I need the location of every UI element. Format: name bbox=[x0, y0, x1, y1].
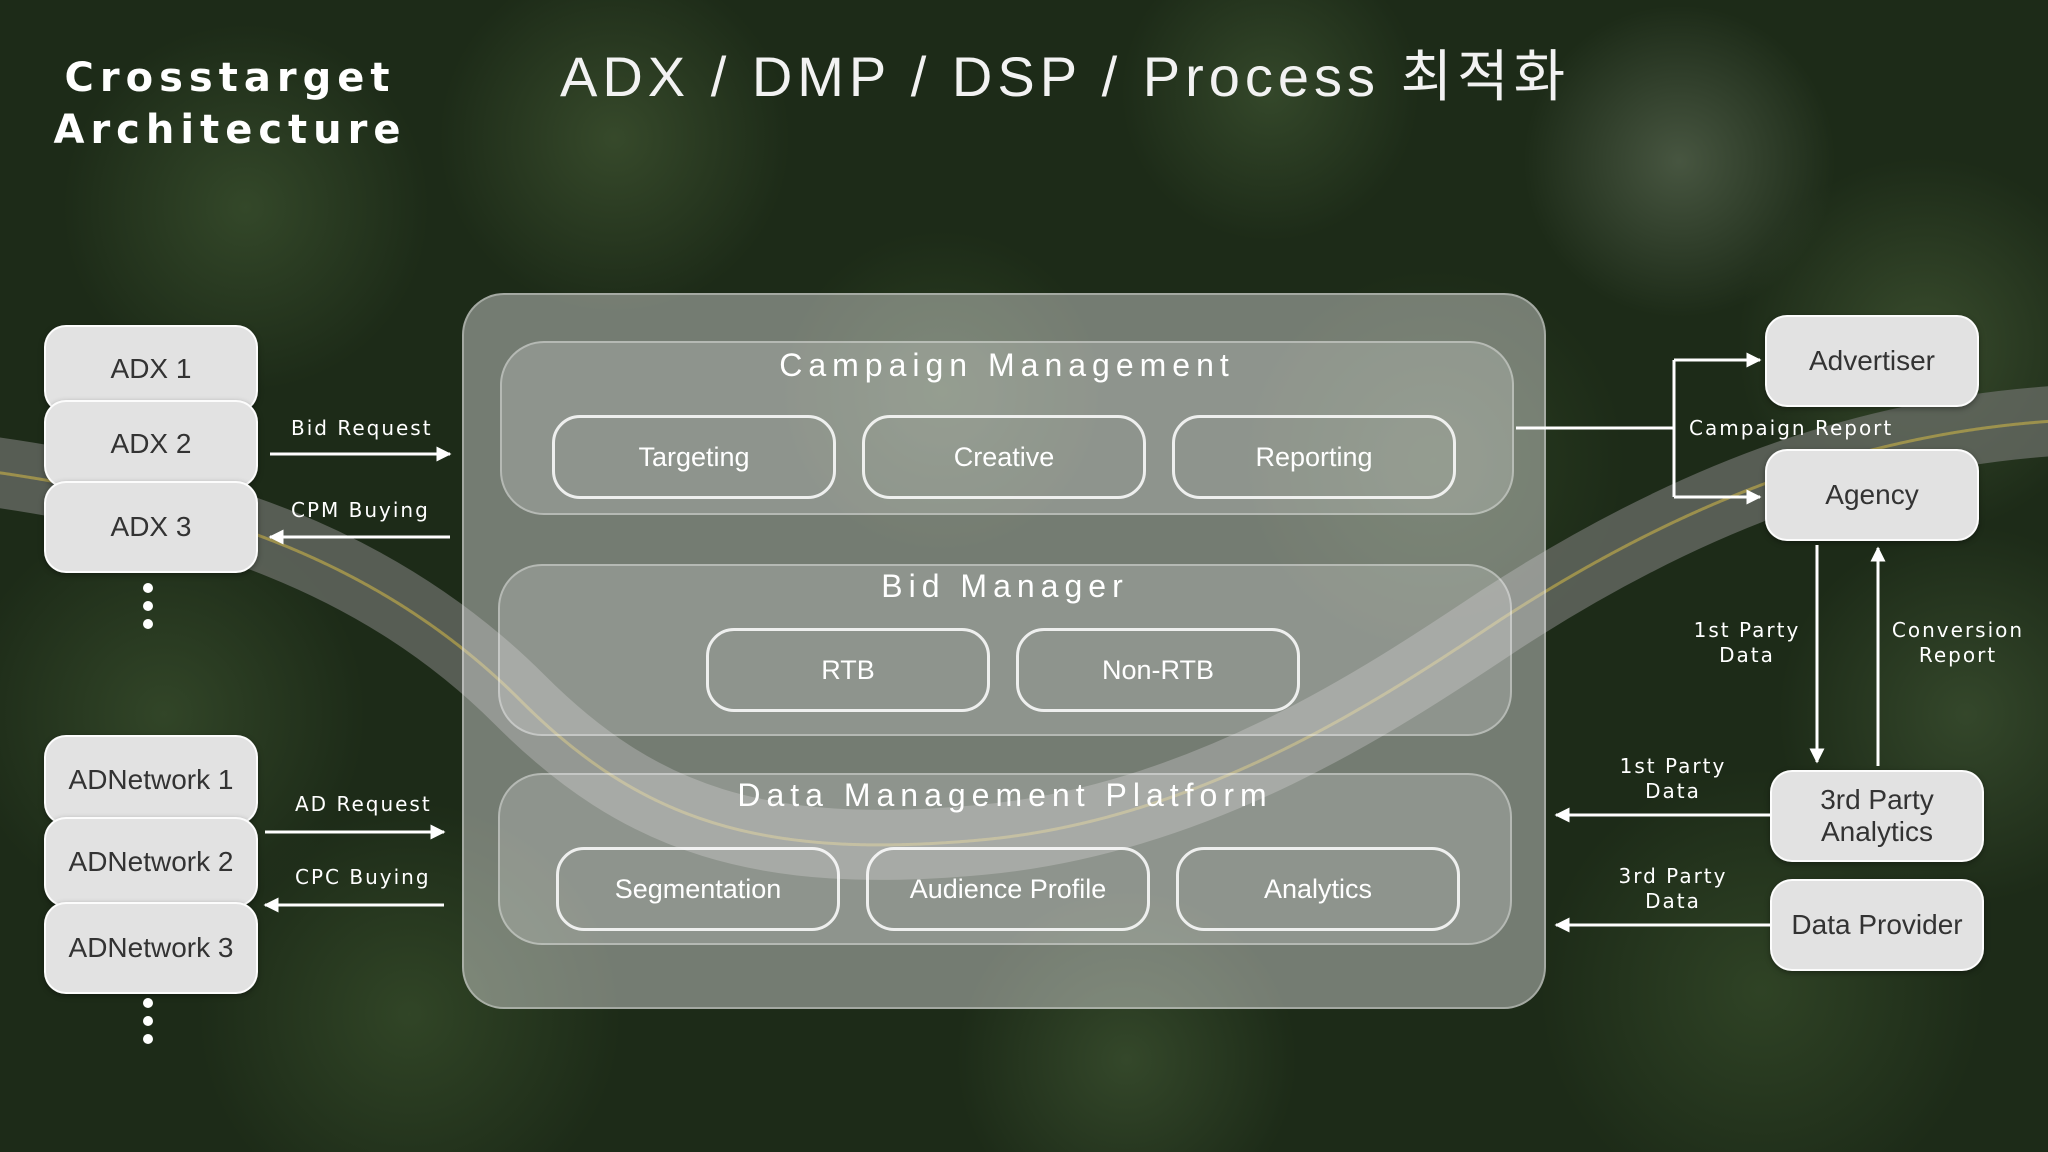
third-party-data-in-label: 3rd Party Data bbox=[1617, 864, 1729, 914]
third-party-analytics-node: 3rd Party Analytics bbox=[1770, 770, 1984, 862]
ad-request-label: AD Request bbox=[295, 792, 432, 816]
slide-title: ADX / DMP / DSP / Process 최적화 bbox=[560, 45, 1571, 108]
analytics-module: Analytics bbox=[1176, 847, 1460, 931]
segmentation-module: Segmentation bbox=[556, 847, 840, 931]
bid-request-label: Bid Request bbox=[291, 416, 433, 440]
first-party-data-down-line-1: 1st Party bbox=[1693, 618, 1801, 642]
advertiser-node: Advertiser bbox=[1765, 315, 1979, 407]
agency-node: Agency bbox=[1765, 449, 1979, 541]
adnetwork-3-node: ADNetwork 3 bbox=[44, 902, 258, 994]
cpm-buying-label: CPM Buying bbox=[291, 498, 430, 522]
first-party-data-in-line-1: 1st Party bbox=[1619, 754, 1727, 778]
bid-manager-title: Bid Manager bbox=[881, 568, 1129, 604]
adx-3-node: ADX 3 bbox=[44, 481, 258, 573]
side-title-line-1: Crosstarget bbox=[64, 55, 396, 101]
conversion-report-line-2: Report bbox=[1918, 643, 1998, 667]
side-title: Crosstarget Architecture bbox=[40, 52, 420, 156]
bid-manager-section: Bid Manager RTB Non-RTB bbox=[498, 564, 1512, 736]
side-title-line-2: Architecture bbox=[53, 107, 407, 153]
reporting-module: Reporting bbox=[1172, 415, 1456, 499]
dmp-section: Data Management Platform Segmentation Au… bbox=[498, 773, 1512, 945]
campaign-management-section: Campaign Management Targeting Creative R… bbox=[500, 341, 1514, 515]
first-party-data-down-line-2: Data bbox=[1719, 643, 1775, 667]
platform-container: Campaign Management Targeting Creative R… bbox=[462, 293, 1546, 1009]
networks-more-dots bbox=[143, 998, 153, 1052]
conversion-report-label: Conversion Report bbox=[1887, 618, 2029, 668]
data-provider-node: Data Provider bbox=[1770, 879, 1984, 971]
campaign-management-title: Campaign Management bbox=[779, 347, 1235, 383]
first-party-data-in-line-2: Data bbox=[1645, 779, 1701, 803]
campaign-report-label: Campaign Report bbox=[1689, 416, 1894, 440]
adnetwork-2-node: ADNetwork 2 bbox=[44, 817, 258, 907]
adx-2-node: ADX 2 bbox=[44, 400, 258, 488]
third-party-data-in-line-2: Data bbox=[1645, 889, 1701, 913]
exchanges-more-dots bbox=[143, 583, 153, 637]
audience-profile-module: Audience Profile bbox=[866, 847, 1150, 931]
adnetwork-1-node: ADNetwork 1 bbox=[44, 735, 258, 825]
targeting-module: Targeting bbox=[552, 415, 836, 499]
non-rtb-module: Non-RTB bbox=[1016, 628, 1300, 712]
cpc-buying-label: CPC Buying bbox=[295, 865, 431, 889]
dmp-title: Data Management Platform bbox=[737, 777, 1273, 813]
rtb-module: RTB bbox=[706, 628, 990, 712]
adx-1-node: ADX 1 bbox=[44, 325, 258, 413]
first-party-data-down-label: 1st Party Data bbox=[1692, 618, 1802, 668]
first-party-data-in-label: 1st Party Data bbox=[1618, 754, 1728, 804]
third-party-data-in-line-1: 3rd Party bbox=[1618, 864, 1728, 888]
creative-module: Creative bbox=[862, 415, 1146, 499]
conversion-report-line-1: Conversion bbox=[1891, 618, 2025, 642]
